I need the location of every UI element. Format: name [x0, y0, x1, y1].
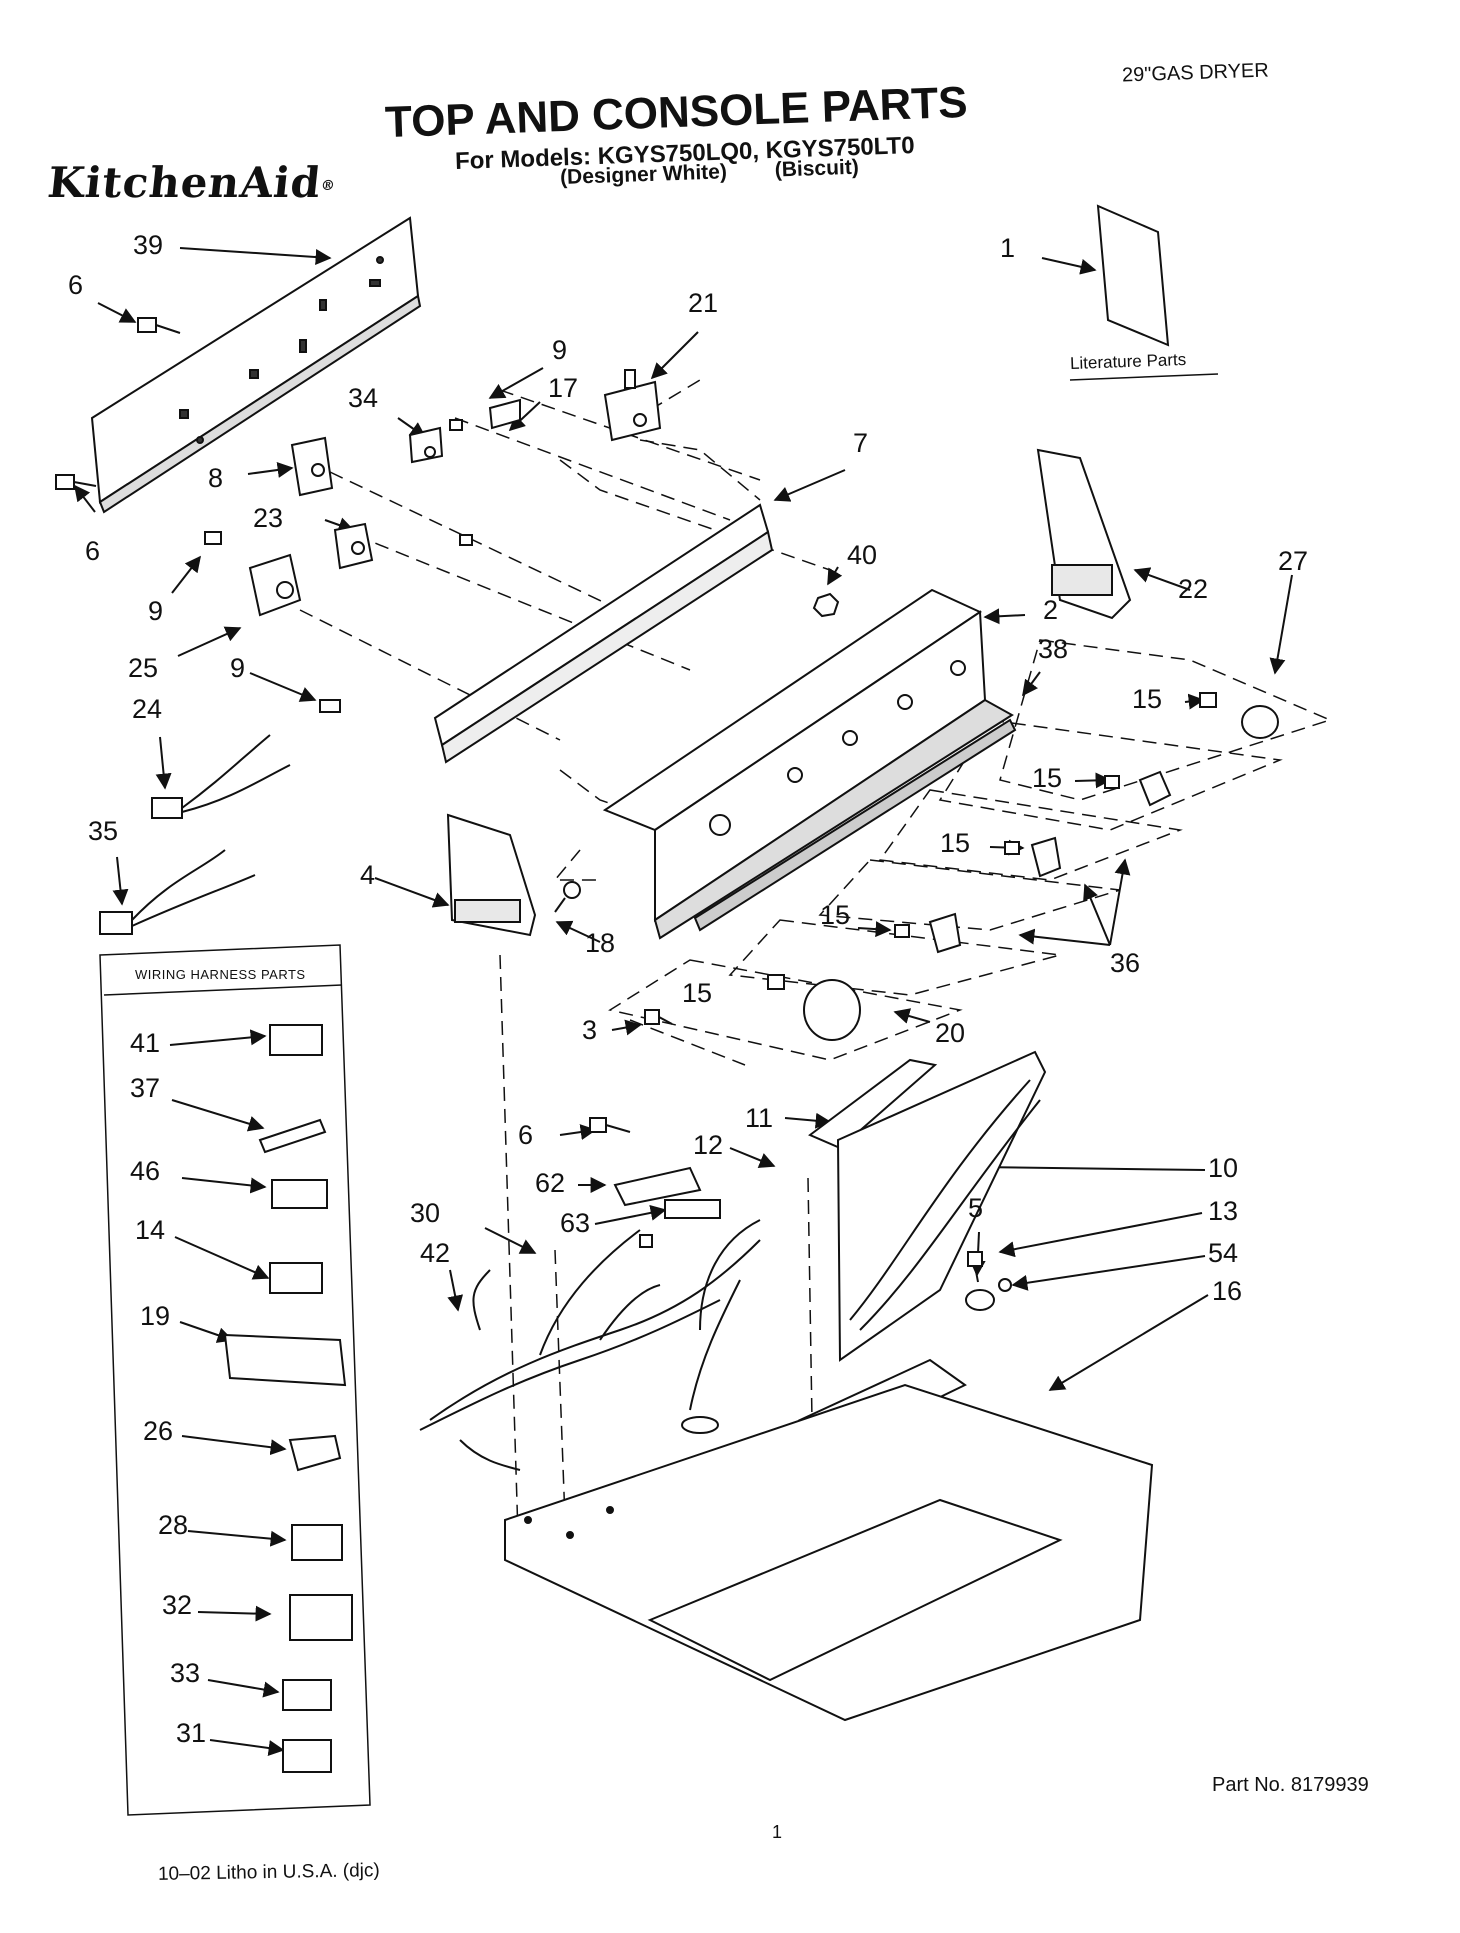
variant-designer-white: (Designer White)	[559, 160, 728, 190]
callout-27: 27	[1278, 546, 1309, 576]
callout-41: 41	[130, 1028, 161, 1058]
end-cap-right-22	[1036, 448, 1132, 620]
callout-12: 12	[693, 1130, 724, 1160]
callout-36: 36	[1110, 948, 1141, 978]
callout-14: 14	[135, 1215, 166, 1245]
knobs	[767, 692, 1279, 1041]
callout-15: 15	[1132, 684, 1163, 714]
screw-3	[644, 1009, 673, 1025]
main-wire-harness-42	[419, 1219, 761, 1471]
console-panel-2	[602, 588, 1017, 940]
callout-62: 62	[535, 1168, 566, 1198]
callout-16: 16	[1212, 1276, 1243, 1306]
callout-15: 15	[1032, 763, 1063, 793]
console-controls	[204, 369, 662, 713]
callout-6: 6	[518, 1120, 534, 1150]
literature-parts-label: Literature Parts	[1069, 349, 1187, 374]
callout-9: 9	[552, 335, 568, 365]
callout-7: 7	[853, 428, 869, 458]
callout-25: 25	[128, 653, 159, 683]
assembly-dashed-lines	[299, 379, 1333, 1536]
nut-40	[812, 592, 840, 618]
callout-17: 17	[548, 373, 579, 403]
part-number: Part No. 8179939	[1212, 1774, 1369, 1796]
callout-2: 2	[1043, 595, 1059, 625]
callout-6: 6	[85, 536, 101, 566]
callout-24: 24	[132, 694, 163, 724]
dryer-top-16	[504, 1383, 1154, 1722]
callout-46: 46	[130, 1156, 161, 1186]
callout-30: 30	[410, 1198, 441, 1228]
relay-parts-62-63	[613, 1166, 721, 1219]
callout-13: 13	[1208, 1196, 1239, 1226]
callout-37: 37	[130, 1073, 161, 1103]
callout-54: 54	[1208, 1238, 1239, 1268]
harness-connector-parts	[223, 1024, 353, 1773]
callout-33: 33	[170, 1658, 201, 1688]
callout-6: 6	[68, 270, 84, 300]
callout-9: 9	[230, 653, 246, 683]
callout-23: 23	[253, 503, 284, 533]
rear-panel-39	[90, 216, 422, 514]
page-number: 1	[772, 1822, 783, 1842]
callout-38: 38	[1038, 634, 1069, 664]
callout-1: 1	[1000, 233, 1016, 263]
callout-22: 22	[1178, 574, 1209, 604]
wire-harnesses-24-35	[99, 734, 291, 935]
callout-15: 15	[940, 828, 971, 858]
callout-28: 28	[158, 1510, 189, 1540]
callout-40: 40	[847, 540, 878, 570]
callout-5: 5	[968, 1193, 984, 1223]
callout-32: 32	[162, 1590, 193, 1620]
callout-3: 3	[582, 1015, 598, 1045]
callout-21: 21	[688, 288, 719, 318]
control-bracket-7	[433, 503, 774, 764]
callout-63: 63	[560, 1208, 591, 1238]
callout-18: 18	[585, 928, 616, 958]
end-cap-left-4	[446, 813, 537, 937]
leader-arrows	[74, 247, 1293, 1756]
callout-4: 4	[360, 860, 376, 890]
screw-parts-6	[55, 317, 631, 1133]
callout-26: 26	[143, 1416, 174, 1446]
callout-20: 20	[935, 1018, 966, 1048]
fastener-parts-5-13-54	[639, 1234, 1012, 1311]
callout-31: 31	[176, 1718, 207, 1748]
callout-10: 10	[1208, 1153, 1239, 1183]
wiring-harness-parts-box	[99, 944, 371, 1816]
callout-11: 11	[745, 1103, 774, 1133]
callout-39: 39	[133, 230, 164, 260]
callout-9: 9	[148, 596, 164, 626]
callout-42: 42	[420, 1238, 451, 1268]
callout-34: 34	[348, 383, 379, 413]
screw-18	[554, 881, 581, 913]
callout-35: 35	[88, 816, 119, 846]
variant-biscuit: (Biscuit)	[774, 155, 860, 182]
callout-19: 19	[140, 1301, 171, 1331]
callout-15: 15	[820, 900, 851, 930]
callout-8: 8	[208, 463, 224, 493]
callout-15: 15	[682, 978, 713, 1008]
brand-logo: KitchenAid®	[45, 158, 337, 207]
literature-booklet-1	[1069, 204, 1219, 381]
wiring-harness-parts-title: WIRING HARNESS PARTS	[135, 967, 306, 982]
print-info: 10–02 Litho in U.S.A. (djc)	[157, 1860, 380, 1885]
